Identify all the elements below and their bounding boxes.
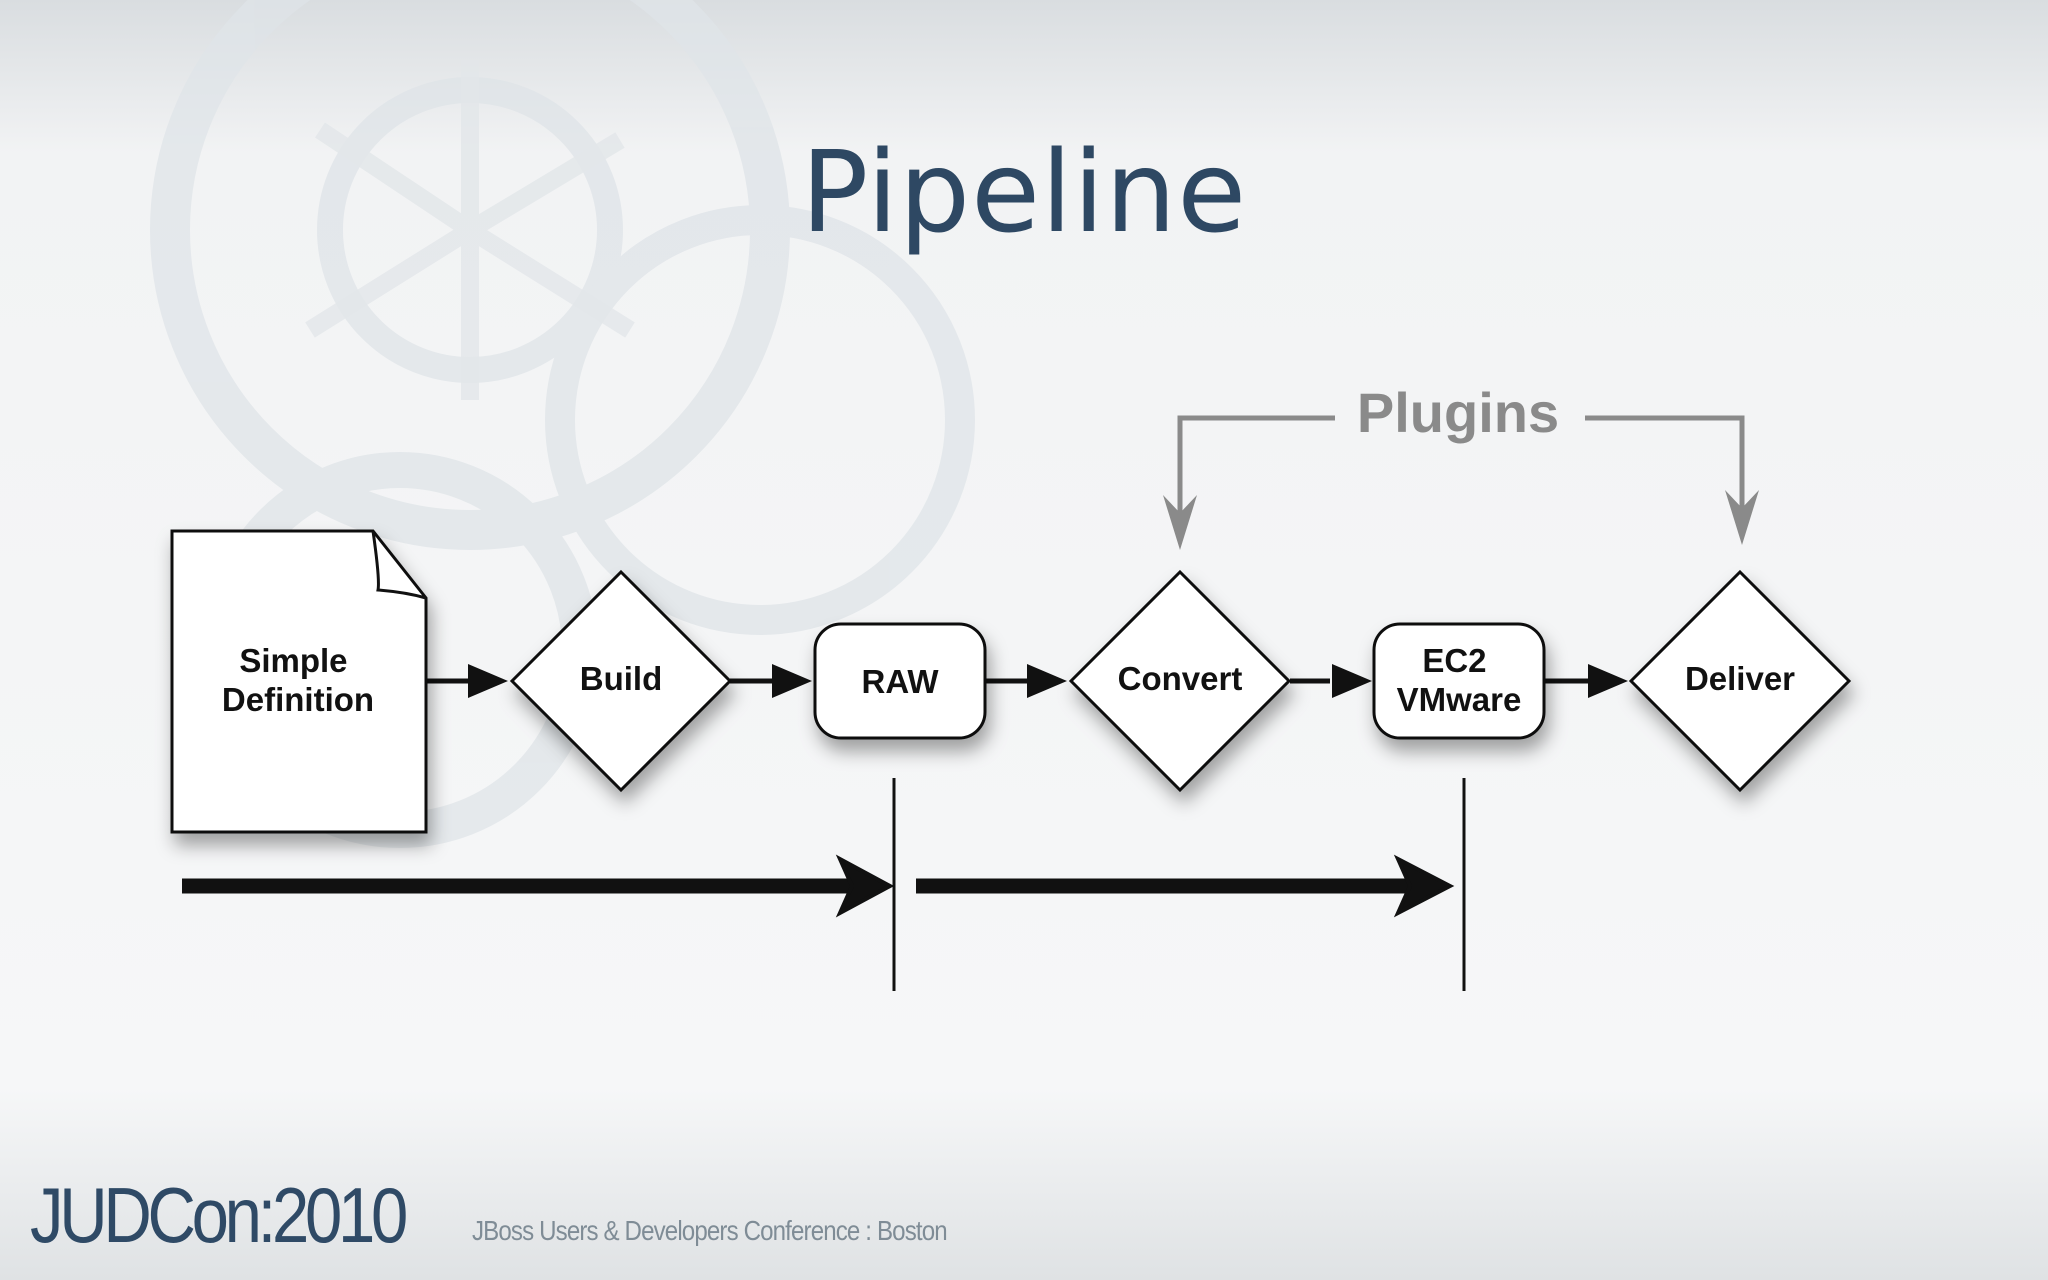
flow-arrowheads [468, 664, 1628, 698]
node-ec2-vmware-label: EC2 VMware [1397, 642, 1522, 718]
node-deliver [1628, 569, 1852, 793]
ec2-line-2: VMware [1397, 681, 1522, 718]
node-raw [813, 622, 987, 740]
plugins-arrow-deliver [1725, 490, 1759, 545]
ec2-line-1: EC2 [1422, 642, 1486, 679]
phase-arrow-convert [916, 854, 1455, 918]
node-deliver-label: Deliver [1685, 660, 1795, 697]
plugins-arrow-convert [1163, 495, 1197, 550]
plugins-label: Plugins [1357, 381, 1559, 444]
slide-title: Pipeline [800, 128, 1248, 258]
node-build [509, 569, 733, 793]
node-build-label: Build [580, 660, 662, 697]
judcon-logo: JUDCon:2010 [30, 1171, 408, 1259]
footer-tagline: JBoss Users & Developers Conference : Bo… [472, 1215, 948, 1246]
node-convert [1068, 569, 1292, 793]
document-fold-icon [371, 530, 427, 600]
node-simple-definition [170, 529, 428, 834]
definition-line-2: Definition [222, 681, 374, 718]
definition-line-1: Simple [239, 642, 347, 679]
background-spokes [305, 60, 635, 400]
node-raw-label: RAW [862, 663, 940, 700]
plugins-bracket [1177, 415, 1745, 530]
node-simple-definition-label: Simple Definition [222, 642, 374, 718]
phase-arrow-build [182, 854, 895, 918]
node-convert-label: Convert [1118, 660, 1243, 697]
node-ec2-vmware [1372, 622, 1546, 740]
